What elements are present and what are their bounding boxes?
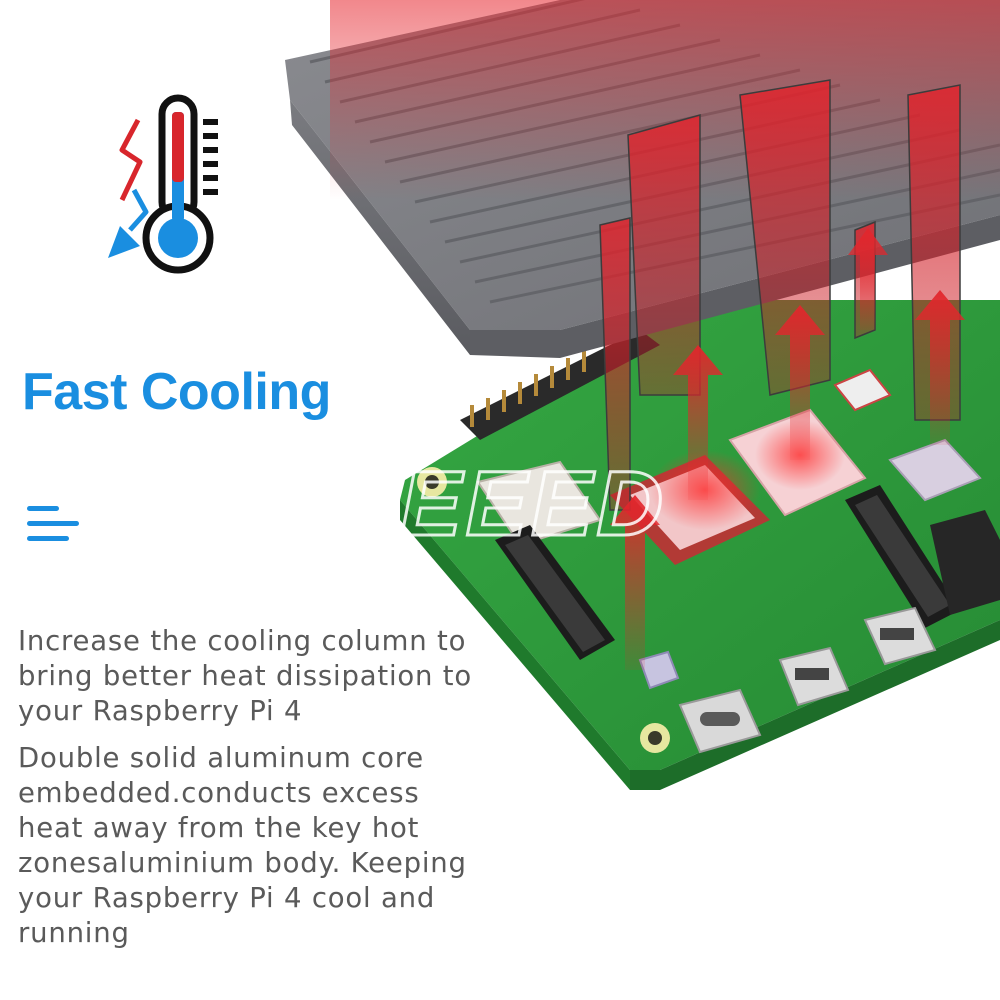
watermark: SEEED <box>335 453 667 555</box>
cool-arrow-icon <box>128 188 149 232</box>
feature-heading: Fast Cooling <box>22 363 331 421</box>
feature-description-1: Increase the cooling column to bring bet… <box>18 625 472 727</box>
feature-text-panel: Fast Cooling Increase the cooling column… <box>18 94 472 949</box>
heat-arrows <box>610 228 965 670</box>
feature-description-2: Double solid aluminum core embedded.cond… <box>18 742 467 949</box>
thermometer-icon <box>108 94 218 274</box>
menu-lines-icon <box>27 506 79 541</box>
hot-bolt-icon <box>119 118 143 202</box>
